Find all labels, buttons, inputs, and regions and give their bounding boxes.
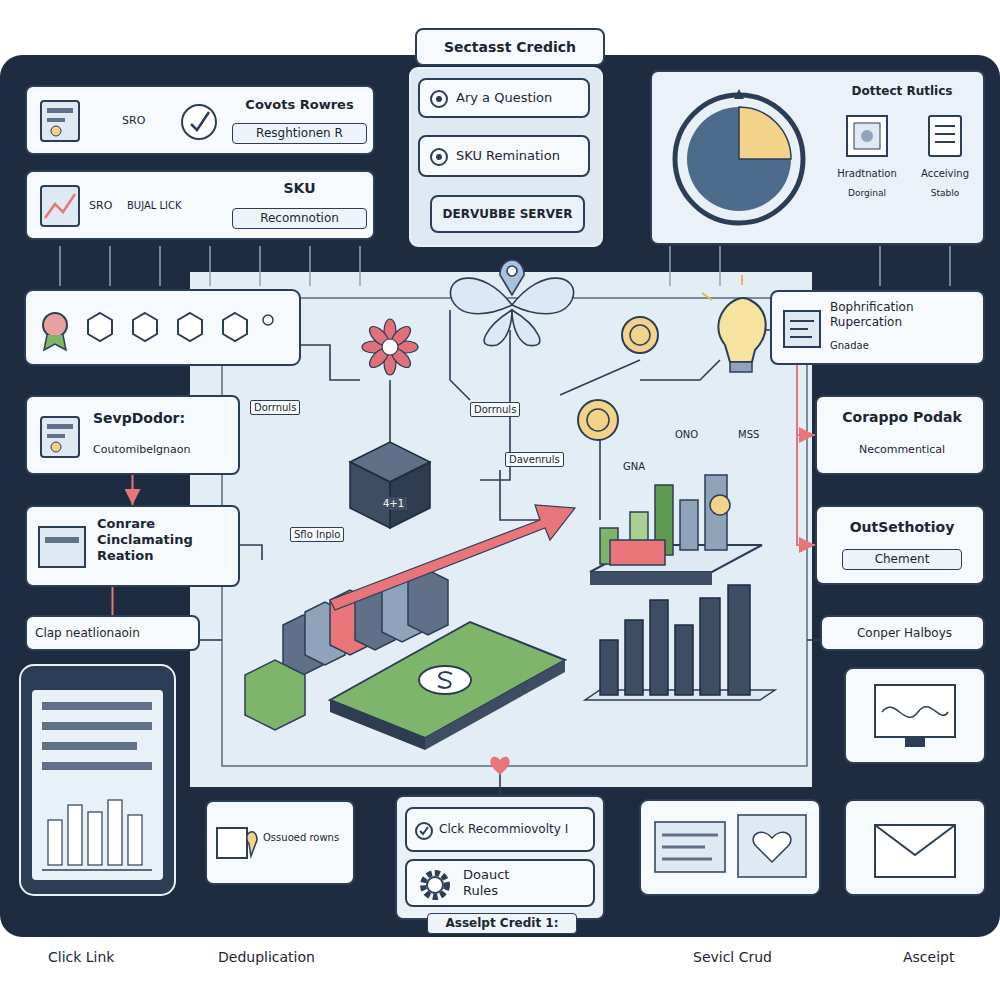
process-box: Conrare Cinclamating Reation xyxy=(25,505,240,587)
node-text: Coutomibelgnaon xyxy=(93,443,233,456)
annotation-label: 4+1 xyxy=(380,497,407,510)
node-text: Hradtnation xyxy=(827,168,907,180)
node-text: Resghtionen R xyxy=(232,123,367,144)
connector xyxy=(132,475,134,505)
process-box: SRO Covots RowresResghtionen R xyxy=(25,85,375,155)
node-text: Gnadae xyxy=(830,340,980,352)
node-text: DERVUBBE SERVER xyxy=(438,207,577,222)
node-icon xyxy=(428,88,450,114)
annotation-label: Dorrnuls xyxy=(250,400,300,415)
node-icon xyxy=(37,525,87,573)
node-text: Covots Rowres xyxy=(232,97,367,113)
process-box: Clap neatlionaoin xyxy=(25,615,200,651)
annotation-label: Dorrnuls xyxy=(470,402,520,417)
node-icon xyxy=(845,114,889,162)
node-text: Ossuoed rowns xyxy=(263,832,351,844)
node-text: Necommentical xyxy=(825,443,979,456)
node-text: Ary a Question xyxy=(456,90,586,106)
process-box: Conper Halboys xyxy=(820,615,985,651)
node-text: SKU xyxy=(232,180,367,197)
node-text: Conrare Cinclamating Reation xyxy=(97,516,235,564)
node-text: SevpDodor: xyxy=(93,410,233,427)
process-box: SevpDodor: Coutomibelgnaon xyxy=(25,395,240,475)
connector xyxy=(797,365,815,435)
node-icon xyxy=(428,146,450,172)
process-box: HradtnationDorginal xyxy=(827,114,907,224)
node-text: OutSethotioy xyxy=(825,519,979,536)
node-text: SRO xyxy=(89,199,123,212)
annotation-label: Click Link xyxy=(45,948,117,966)
annotation-label: MSS xyxy=(735,428,762,441)
connector xyxy=(112,587,114,615)
process-box: SRO BUJAL LICK SKU Recomnotion xyxy=(25,170,375,240)
process-box: AcceivingStablo xyxy=(907,114,983,224)
process-box: Clck Recommiovolty I xyxy=(405,807,595,852)
node-icon xyxy=(413,820,435,846)
annotation-label: Davenruls xyxy=(505,452,564,467)
node-icon xyxy=(177,100,221,148)
process-box: Corappo PodakNecommentical xyxy=(815,395,985,475)
node-text: Stablo xyxy=(907,188,983,199)
node-text: Recomnotion xyxy=(232,208,367,229)
connector xyxy=(797,365,815,545)
annotation-label: ONO xyxy=(672,428,701,441)
process-box: Doauct Rules xyxy=(405,859,595,907)
node-text: BUJAL LICK xyxy=(127,200,227,212)
process-box: Asselpt Credit 1:Clck Recommiovolty IDoa… xyxy=(395,795,605,920)
node-text: Dorginal xyxy=(827,188,907,199)
node-text: SKU Remination xyxy=(456,148,586,164)
node-icon xyxy=(664,84,814,238)
node-icon xyxy=(39,99,81,147)
node-text: Dottect Rutlics xyxy=(827,84,977,99)
process-box: OutSethotioyChement xyxy=(815,505,985,585)
process-box: Ary a Question xyxy=(418,78,590,118)
node-icon xyxy=(215,822,259,870)
node-icon xyxy=(923,114,967,162)
process-box: Ossuoed rowns xyxy=(205,800,355,885)
annotation-label: Asceipt xyxy=(900,948,957,966)
node-text: Corappo Podak xyxy=(825,409,979,426)
process-box: SKU Remination xyxy=(418,135,590,177)
node-text: Conper Halboys xyxy=(830,626,979,641)
node-text: Bophrification Rupercation xyxy=(830,300,980,329)
annotation-label: Sevicl Crud xyxy=(690,948,775,966)
node-icon xyxy=(415,865,455,909)
annotation-label: Deduplication xyxy=(215,948,318,966)
node-icon xyxy=(782,309,822,353)
process-box: Bophrification RupercationGnadae xyxy=(770,290,985,365)
node-text: Clap neatlionaoin xyxy=(35,626,194,641)
node-text: SRO xyxy=(122,114,172,127)
node-text: Acceiving xyxy=(907,168,983,180)
node-icon xyxy=(39,415,81,463)
node-text: Chement xyxy=(842,549,962,570)
node-icon xyxy=(39,184,81,232)
title-tab: Sectasst Credich xyxy=(415,28,605,66)
annotation-label: GNA xyxy=(620,460,648,473)
node-text: Clck Recommiovolty I xyxy=(439,822,593,837)
process-box: DERVUBBE SERVER xyxy=(430,195,585,233)
process-box: Dottect RutlicsHradtnationDorginalAcceiv… xyxy=(650,70,985,245)
node-text: Asselpt Credit 1: xyxy=(427,913,577,934)
node-text: Doauct Rules xyxy=(463,867,543,899)
annotation-label: Sflo Inplo xyxy=(290,527,344,542)
